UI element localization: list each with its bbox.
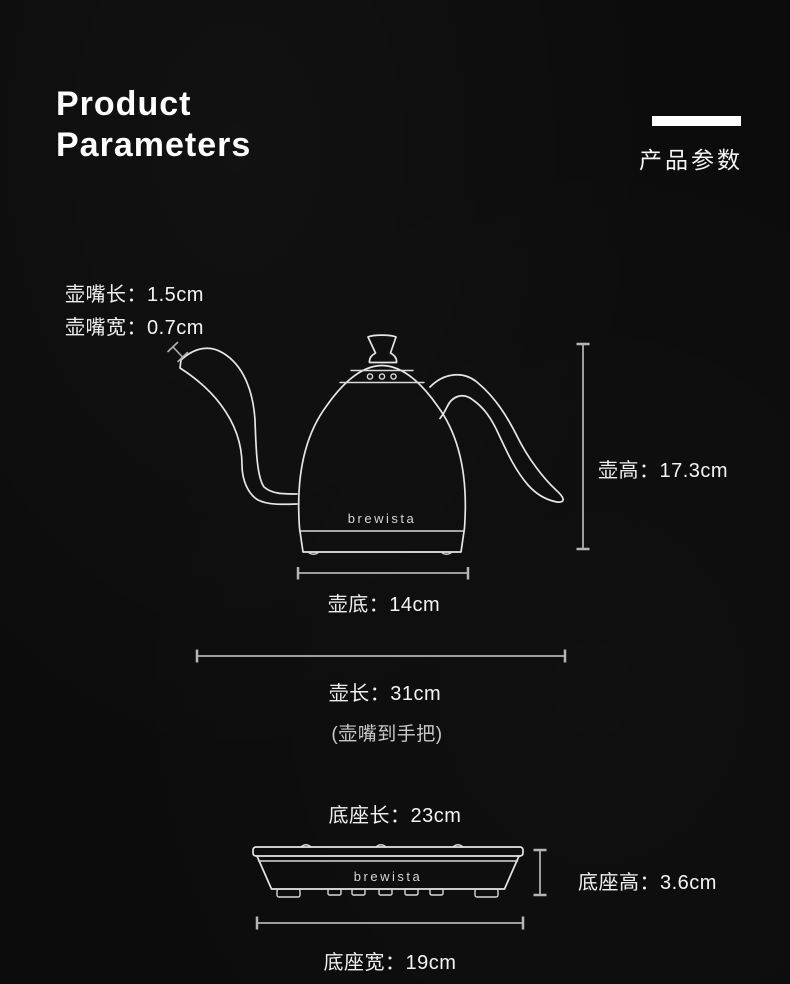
base-brand-text: brewista bbox=[354, 869, 422, 884]
annotation-base-height-label: 底座高： bbox=[578, 872, 660, 894]
kettle-drawing: brewista bbox=[167, 334, 564, 555]
base-tab bbox=[327, 888, 342, 896]
annotation-base-length-value: 23cm bbox=[410, 805, 462, 827]
page-title: Product Parameters bbox=[56, 84, 251, 166]
annotation-base-length: 底座长：23cm bbox=[329, 799, 462, 828]
annotation-kettle-height-label: 壶高： bbox=[598, 460, 660, 482]
annotation-kettle-length-value: 31cm bbox=[390, 683, 442, 705]
annotation-kettle-length-label: 壶长： bbox=[328, 683, 391, 705]
vent-hole bbox=[390, 373, 397, 380]
annotation-kettle-height: 壶高：17.3cm bbox=[598, 454, 728, 483]
handle-outline bbox=[429, 374, 564, 503]
page-title-line2: Parameters bbox=[56, 126, 252, 164]
annotation-spout-width-value: 0.7cm bbox=[147, 317, 204, 339]
annotation-spout-width-label: 壶嘴宽： bbox=[65, 317, 147, 339]
base-top-plate bbox=[252, 846, 524, 857]
kettle-body-outline bbox=[297, 364, 467, 553]
annotation-kettle-bottom-label: 壶底： bbox=[327, 594, 390, 616]
base-width-dimension-line bbox=[255, 916, 525, 930]
spout-width-marker bbox=[167, 341, 189, 363]
kettle-foot bbox=[307, 551, 320, 555]
page-title-line1: Product bbox=[56, 85, 192, 123]
annotation-base-length-label: 底座长： bbox=[328, 805, 411, 827]
annotation-kettle-bottom: 壶底：14cm bbox=[328, 588, 440, 617]
annotation-kettle-length-note: (壶嘴到手把) bbox=[331, 724, 443, 745]
kettle-brand-text: brewista bbox=[348, 511, 416, 526]
vent-hole bbox=[378, 373, 386, 380]
base-height-dimension-line bbox=[533, 848, 547, 897]
kettle-lid-band bbox=[339, 369, 425, 384]
annotation-base-width-value: 19cm bbox=[405, 952, 457, 974]
vent-hole bbox=[366, 373, 374, 380]
annotation-spout-length-value: 1.5cm bbox=[147, 284, 204, 306]
annotation-spout-length-label: 壶嘴长： bbox=[65, 284, 147, 306]
base-tab bbox=[351, 888, 366, 896]
annotation-base-width-label: 底座宽： bbox=[323, 952, 406, 974]
annotation-spout-length: 壶嘴长：1.5cm bbox=[65, 278, 204, 307]
annotation-base-height-value: 3.6cm bbox=[660, 872, 717, 894]
base-tab bbox=[404, 888, 419, 896]
annotation-base-width: 底座宽：19cm bbox=[324, 946, 457, 975]
annotation-spout-width: 壶嘴宽：0.7cm bbox=[65, 311, 204, 340]
base-tab bbox=[429, 888, 444, 896]
base-drawing: brewista bbox=[252, 844, 524, 898]
base-foot bbox=[276, 888, 301, 898]
page-title-zh: 产品参数 bbox=[639, 147, 743, 173]
spout-outline bbox=[179, 347, 298, 506]
bottom-dimension-line bbox=[296, 567, 470, 580]
annotation-kettle-length: 壶长：31cm bbox=[329, 677, 441, 706]
annotation-base-height: 底座高：3.6cm bbox=[578, 866, 717, 895]
base-foot bbox=[474, 888, 499, 898]
kettle-knob bbox=[367, 334, 398, 364]
accent-bar bbox=[652, 116, 741, 126]
annotation-kettle-bottom-value: 14cm bbox=[389, 594, 441, 616]
kettle-foot bbox=[440, 551, 453, 555]
annotation-kettle-height-value: 17.3cm bbox=[659, 460, 729, 482]
height-dimension-line bbox=[576, 342, 590, 551]
length-dimension-line bbox=[195, 649, 567, 663]
base-tab bbox=[378, 888, 393, 896]
